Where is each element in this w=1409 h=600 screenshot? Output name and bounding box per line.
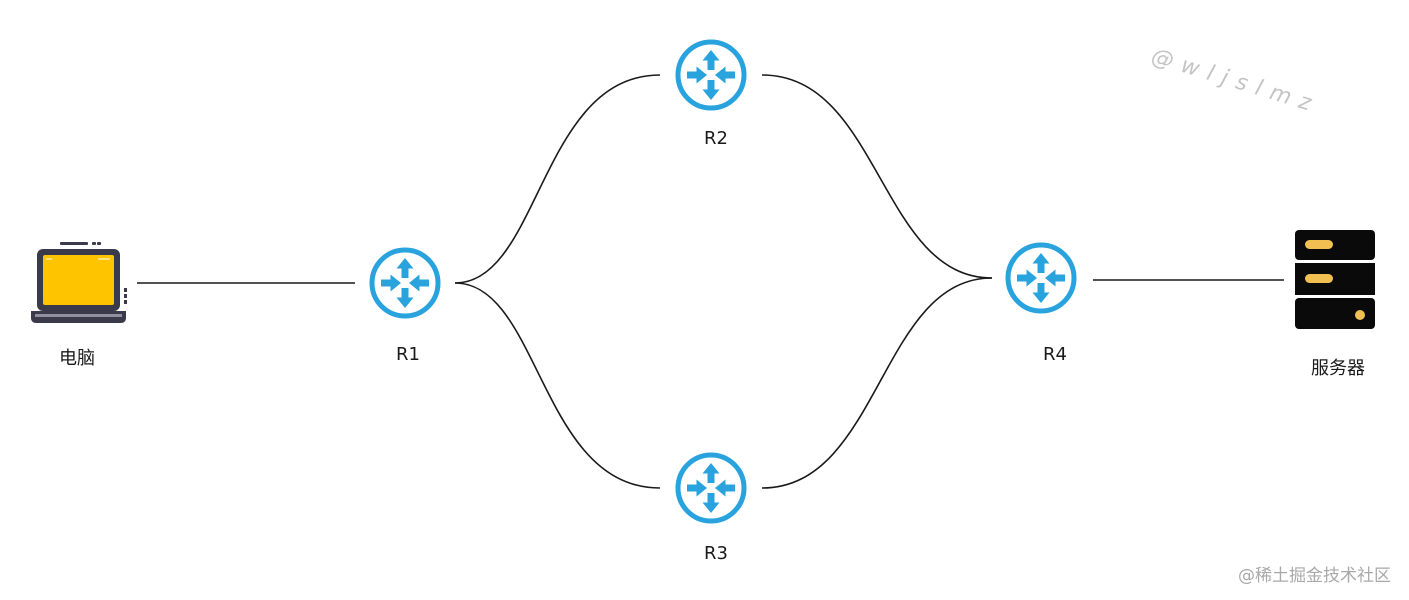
server-node[interactable]: 服务器 bbox=[1295, 230, 1375, 379]
server-label: 服务器 bbox=[1311, 358, 1365, 379]
watermark-site: @稀土掘金技术社区 bbox=[1238, 566, 1391, 586]
computer-label: 电脑 bbox=[59, 348, 95, 369]
link-r1-r2 bbox=[454, 74, 661, 284]
laptop-icon bbox=[31, 242, 127, 323]
router-icon bbox=[372, 250, 438, 316]
router-icon bbox=[678, 455, 744, 521]
links bbox=[137, 74, 1284, 489]
router-r1[interactable]: R1 bbox=[372, 250, 438, 365]
router-r1-label: R1 bbox=[396, 344, 420, 365]
router-r4[interactable]: R4 bbox=[1008, 245, 1074, 365]
computer-node[interactable]: 电脑 bbox=[31, 242, 127, 369]
server-icon bbox=[1295, 230, 1375, 329]
router-r4-label: R4 bbox=[1043, 344, 1067, 365]
router-r3-label: R3 bbox=[704, 543, 728, 564]
link-r1-r3 bbox=[454, 282, 661, 489]
watermark-handle: @wljslmz bbox=[1148, 44, 1322, 119]
link-r3-r4 bbox=[761, 277, 993, 489]
router-r3[interactable]: R3 bbox=[678, 455, 744, 564]
link-r2-r4 bbox=[761, 74, 993, 279]
router-r2-label: R2 bbox=[704, 128, 728, 149]
router-icon bbox=[678, 42, 744, 108]
router-icon bbox=[1008, 245, 1074, 311]
router-r2[interactable]: R2 bbox=[678, 42, 744, 149]
